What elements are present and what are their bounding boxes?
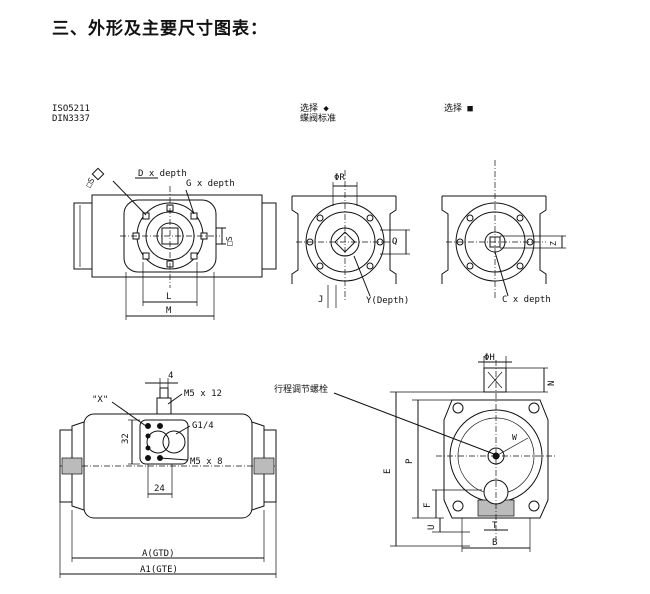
label-r: ΦR bbox=[334, 173, 345, 183]
label-s-right: □S bbox=[225, 236, 234, 246]
label-g14: G1/4 bbox=[192, 421, 214, 431]
label-b: B bbox=[492, 538, 497, 548]
option-butterfly-sublabel: 蝶阀标准 bbox=[300, 114, 337, 124]
label-j: J bbox=[318, 295, 323, 305]
page-title: 三、外形及主要尺寸图表： bbox=[52, 19, 268, 39]
label-4: 4 bbox=[168, 371, 173, 381]
label-q: Q bbox=[392, 237, 397, 247]
option-butterfly-label: 选择 ◆ bbox=[300, 104, 329, 114]
label-g-depth: G x depth bbox=[186, 179, 235, 189]
label-w: W bbox=[512, 433, 517, 442]
square-view-drawing bbox=[441, 160, 566, 300]
label-m: M bbox=[166, 306, 172, 316]
label-32: 32 bbox=[121, 433, 131, 444]
label-h: ΦH bbox=[484, 353, 495, 363]
label-c-depth: C x depth bbox=[502, 295, 551, 305]
label-p: P bbox=[405, 458, 415, 464]
option-square-label: 选择 ■ bbox=[444, 104, 473, 114]
iso-standard-label: ISO5211 bbox=[52, 104, 90, 114]
side-view-drawing bbox=[333, 356, 556, 552]
label-s-top: □S bbox=[84, 176, 97, 189]
label-l: L bbox=[166, 292, 171, 302]
label-24: 24 bbox=[154, 484, 165, 494]
label-e: E bbox=[383, 469, 393, 474]
top-view-drawing bbox=[73, 167, 277, 320]
label-m5x8: M5 x 8 bbox=[190, 457, 223, 467]
label-z: Z bbox=[549, 241, 558, 246]
label-a-gtd: A(GTD) bbox=[142, 549, 175, 559]
label-a1-gte: A1(GTE) bbox=[140, 565, 178, 575]
label-m5x12: M5 x 12 bbox=[184, 389, 222, 399]
label-u: U bbox=[427, 525, 437, 530]
din-standard-label: DIN3337 bbox=[52, 114, 90, 124]
label-t: T bbox=[492, 521, 498, 531]
label-d-depth: D x depth bbox=[138, 169, 187, 179]
label-stroke-bolt: 行程调节螺栓 bbox=[274, 383, 328, 395]
front-view-drawing bbox=[59, 378, 277, 578]
label-f: F bbox=[423, 503, 433, 508]
label-n: N bbox=[547, 381, 557, 386]
label-y-depth: Y(Depth) bbox=[366, 296, 409, 306]
butterfly-view-drawing bbox=[291, 170, 410, 308]
label-x-view: "X" bbox=[92, 395, 108, 405]
